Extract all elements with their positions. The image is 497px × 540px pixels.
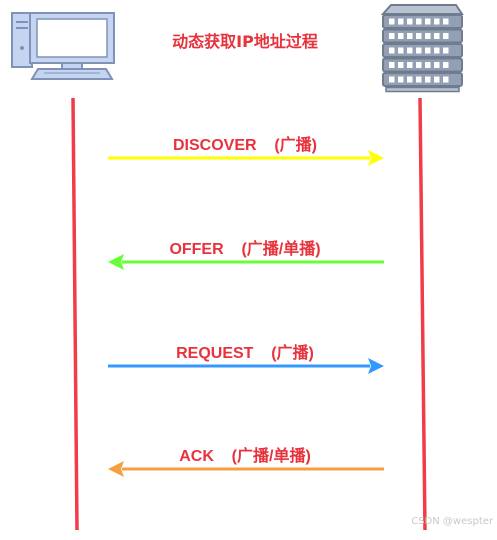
server-rack-icon [380,4,464,93]
message-label-discover: DISCOVER (广播) [172,137,317,154]
message-arrow-offer [108,254,384,270]
diagram-title: 动态获取IP地址过程 [172,32,318,51]
client-lifeline [71,97,79,531]
server-unit [382,57,463,73]
message-label-request: REQUEST (广播) [176,345,314,362]
server-unit [382,72,463,87]
server-unit [382,14,463,29]
desktop-computer-icon [11,12,115,80]
server-unit [382,43,463,58]
message-arrow-discover [108,150,384,166]
server-base [385,86,460,93]
message-label-offer: OFFER (广播/单播) [169,241,321,258]
message-arrow-request [108,358,384,374]
server-unit [382,28,463,44]
server-lifeline [418,97,427,531]
message-label-ack: ACK (广播/单播) [179,448,311,465]
watermark: CSDN @wespter [411,516,493,527]
message-arrow-ack [108,461,384,477]
